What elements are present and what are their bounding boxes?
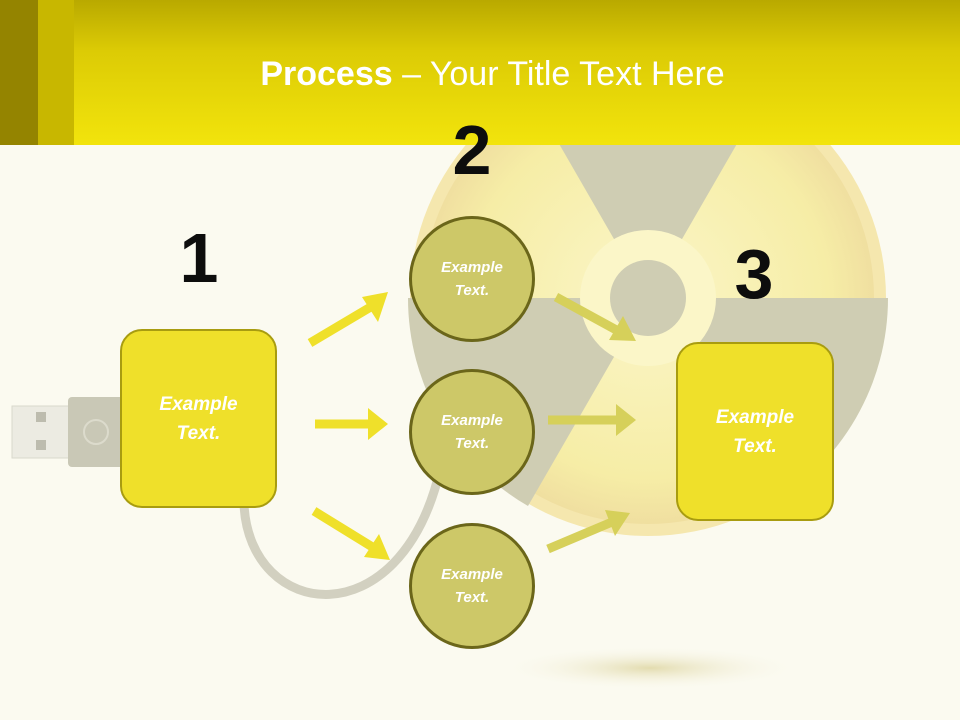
step-2-text-top: Example Text. (441, 259, 503, 299)
step-number-2: 2 (452, 111, 492, 189)
header-bar: Process – Your Title Text Here (0, 0, 960, 145)
arrow-icon (553, 293, 636, 341)
usb-plug-icon (11, 397, 126, 467)
step-1-box: Example Text. (120, 329, 277, 508)
step-2-circle-bottom: Example Text. (409, 523, 535, 649)
arrow-icon (307, 292, 388, 347)
step-3-text: Example Text. (715, 406, 795, 457)
step-2-text-bottom: Example Text. (441, 566, 503, 606)
step-number-3: 3 (734, 235, 774, 313)
slide-title: Process – Your Title Text Here (0, 52, 960, 96)
step-2-circle-top: Example Text. (409, 216, 535, 342)
arrow-icon (548, 404, 636, 436)
arrow-icon (315, 408, 388, 440)
usb-cable (239, 465, 445, 599)
header-stripe-mid (38, 0, 74, 145)
step-1-text: Example Text. (159, 393, 238, 444)
title-rest: – Your Title Text Here (392, 55, 725, 93)
arrow-icon (546, 510, 630, 554)
title-bold: Process (260, 55, 393, 93)
step-3-box: Example Text. (676, 342, 834, 521)
arrow-icon (311, 507, 390, 560)
step-2-text-middle: Example Text. (441, 412, 503, 452)
header-stripe-dark (0, 0, 38, 145)
step-number-1: 1 (179, 219, 219, 297)
step-2-circle-middle: Example Text. (409, 369, 535, 495)
floor-shadow (500, 646, 800, 690)
